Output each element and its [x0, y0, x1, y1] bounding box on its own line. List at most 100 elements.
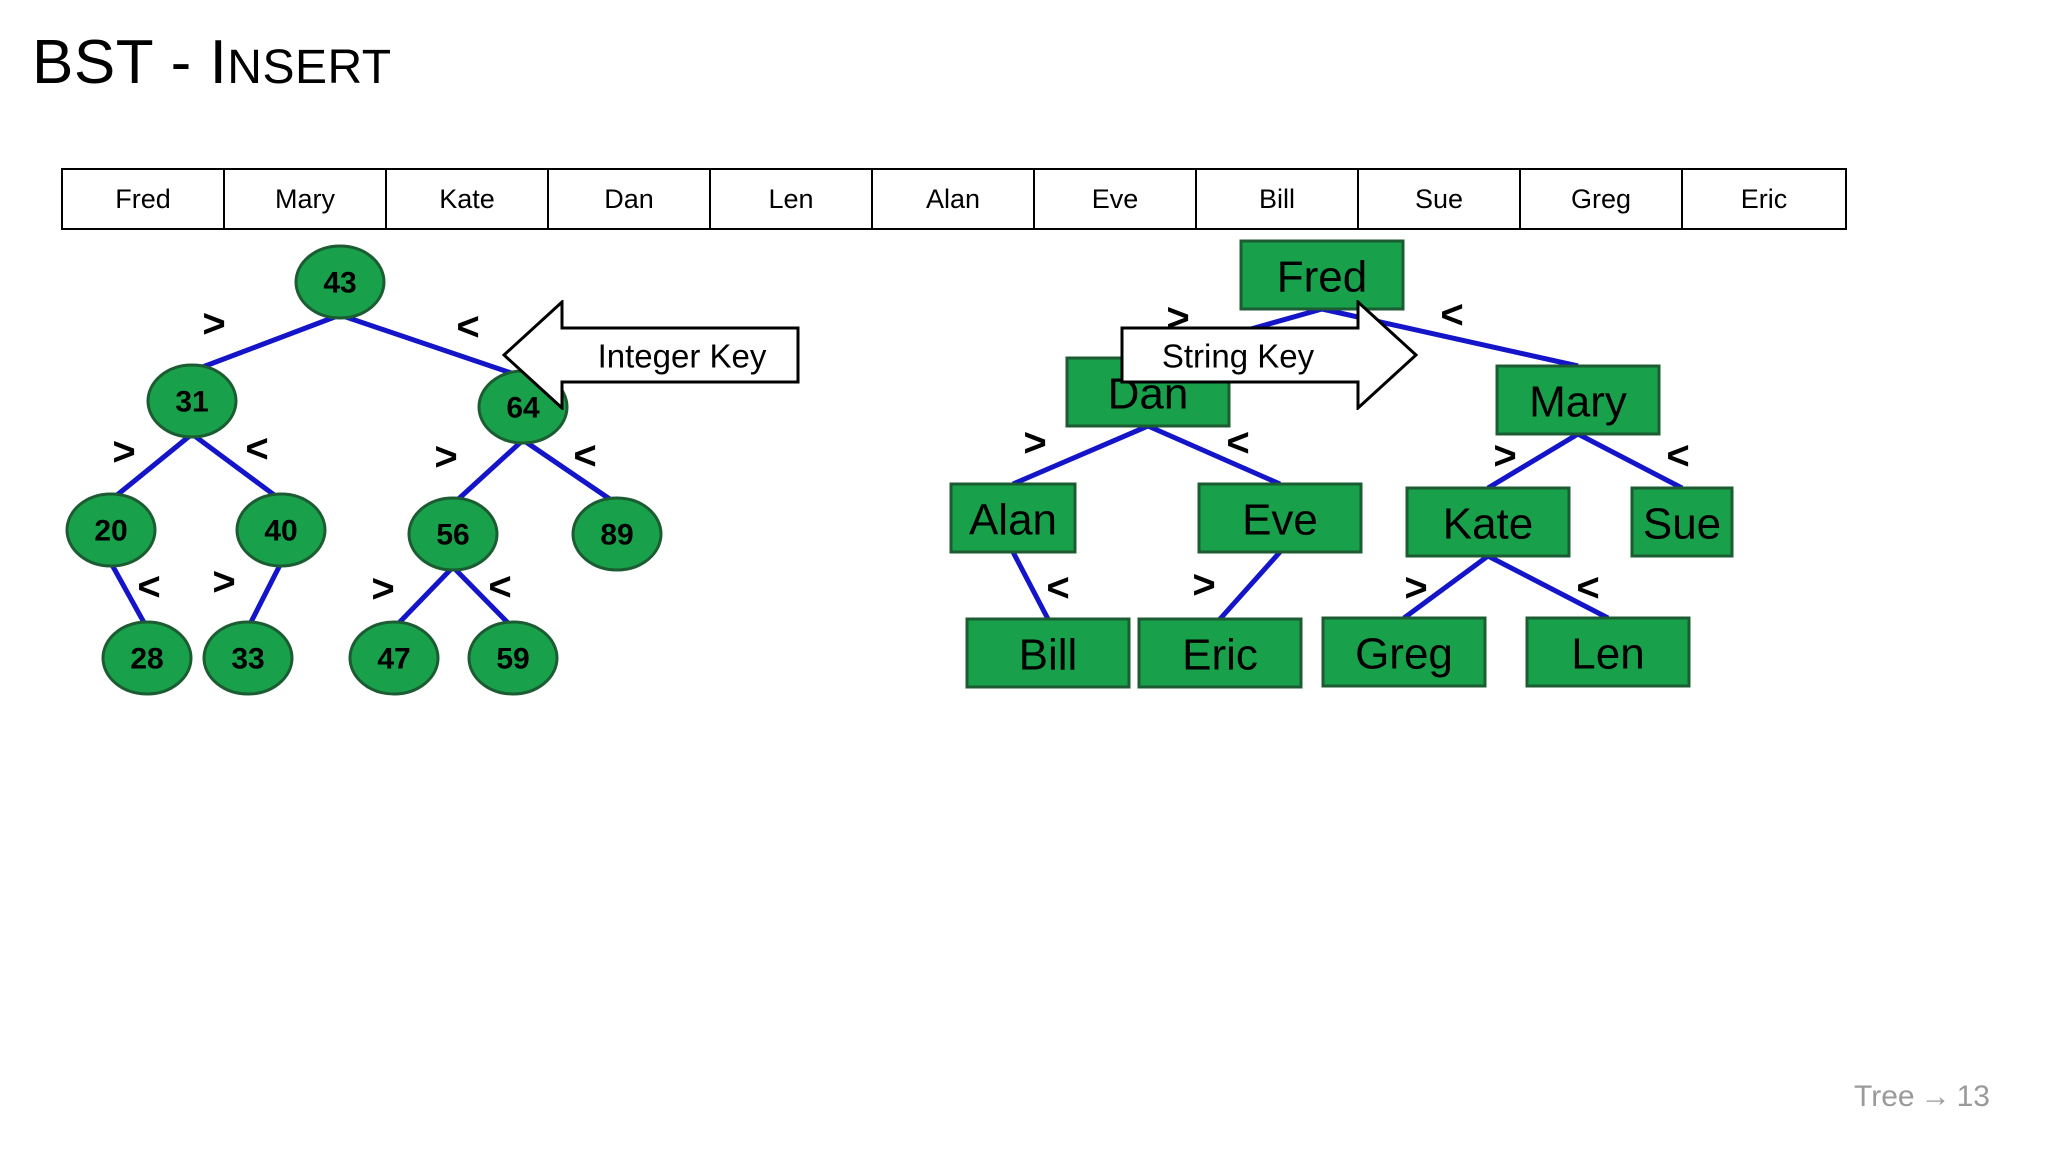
tree-node-label: 64: [506, 392, 540, 425]
tree-node[interactable]: [101, 620, 193, 696]
tree-node-label: Len: [1571, 630, 1644, 679]
key-cell: Kate: [387, 170, 549, 228]
tree-node[interactable]: [65, 492, 157, 568]
tree-node[interactable]: [1630, 486, 1734, 558]
comparison-label: <: [573, 434, 596, 478]
comparison-label: >: [212, 560, 235, 604]
comparison-label: >: [202, 302, 225, 346]
integer-tree-edges: [108, 312, 619, 630]
page-title-prefix: BST -: [32, 28, 210, 97]
tree-edge: [451, 438, 525, 506]
tree-node[interactable]: [1405, 486, 1571, 558]
tree-node[interactable]: [1239, 239, 1405, 311]
left-arrow-icon: [501, 300, 800, 410]
tree-node[interactable]: [146, 363, 238, 439]
comparison-label: >: [1023, 421, 1046, 465]
right-arrow-icon: [1120, 300, 1419, 410]
tree-edge: [191, 312, 341, 374]
tree-edge: [521, 437, 619, 507]
tree-node-label: 56: [436, 519, 469, 552]
tree-node-label: Greg: [1355, 630, 1453, 679]
tree-node-label: 33: [231, 643, 264, 676]
arrow-right-icon: →: [1920, 1080, 1951, 1113]
comparison-label: <: [1440, 293, 1463, 337]
tree-node[interactable]: [1137, 617, 1303, 689]
integer-tree-comparison-labels: > < > < > < < > > <: [112, 302, 596, 611]
key-cell: Sue: [1359, 170, 1521, 228]
comparison-label: <: [1666, 434, 1689, 478]
tree-node-label: 47: [377, 643, 410, 676]
tree-node[interactable]: [407, 496, 499, 572]
comparison-label: >: [112, 430, 135, 474]
tree-node[interactable]: [1525, 616, 1691, 688]
comparison-label: <: [137, 565, 160, 609]
comparison-label: >: [1404, 566, 1427, 610]
key-cell: Bill: [1197, 170, 1359, 228]
tree-node-label: 89: [600, 519, 633, 552]
key-cell: Eric: [1683, 170, 1845, 228]
tree-node[interactable]: [294, 244, 386, 320]
tree-edge: [1146, 423, 1282, 487]
string-key-callout-label: String Key: [1162, 338, 1315, 375]
comparison-label: <: [245, 427, 268, 471]
tree-node-label: 28: [130, 643, 163, 676]
footer-label: Tree: [1854, 1080, 1915, 1113]
tree-node[interactable]: [235, 492, 327, 568]
page-title: BST - INSERT: [32, 30, 392, 95]
tree-node[interactable]: [467, 620, 559, 696]
tree-node[interactable]: [1321, 616, 1487, 688]
tree-node[interactable]: [1197, 482, 1363, 554]
tree-node-label: 59: [496, 643, 529, 676]
tree-edge: [1218, 550, 1282, 621]
tree-edge: [1486, 431, 1580, 491]
footer-page-number: 13: [1956, 1080, 1990, 1113]
comparison-label: <: [1046, 566, 1069, 610]
tree-node-label: Eric: [1182, 631, 1258, 680]
comparison-label: >: [1192, 563, 1215, 607]
slide-footer: Tree→13: [1854, 1080, 1990, 1114]
tree-node[interactable]: [202, 620, 294, 696]
tree-node[interactable]: [571, 496, 663, 572]
tree-edge: [245, 561, 284, 630]
key-cell: Dan: [549, 170, 711, 228]
tree-node-label: 20: [94, 515, 127, 548]
key-cell: Mary: [225, 170, 387, 228]
comparison-label: <: [488, 565, 511, 609]
tree-node[interactable]: [949, 482, 1077, 554]
tree-node[interactable]: [965, 617, 1131, 689]
tree-node-label: Eve: [1242, 496, 1318, 545]
tree-edge: [451, 565, 515, 630]
key-cell: Eve: [1035, 170, 1197, 228]
tree-edge: [1402, 553, 1490, 621]
tree-edge: [1012, 423, 1149, 487]
comparison-label: <: [456, 305, 479, 349]
page-title-cap: I: [209, 28, 228, 97]
comparison-label: >: [434, 435, 457, 479]
tree-node[interactable]: [348, 620, 440, 696]
key-cell: Greg: [1521, 170, 1683, 228]
tree-node-label: Fred: [1277, 253, 1367, 302]
comparison-label: <: [1576, 566, 1599, 610]
tree-edge: [108, 561, 150, 630]
integer-key-callout-label: Integer Key: [598, 338, 767, 375]
tree-node[interactable]: [1495, 364, 1661, 436]
tree-edge: [109, 432, 194, 502]
tree-edge: [190, 431, 283, 503]
tree-edge: [1576, 431, 1684, 491]
comparison-label: <: [1226, 421, 1249, 465]
integer-key-callout: Integer Key: [501, 300, 800, 410]
tree-node-label: Bill: [1019, 631, 1078, 680]
tree-edge: [1010, 550, 1051, 621]
page-title-rest: NSERT: [227, 41, 392, 94]
key-cell: Len: [711, 170, 873, 228]
comparison-label: >: [1493, 434, 1516, 478]
tree-edge: [1486, 553, 1610, 621]
key-cell: Fred: [63, 170, 225, 228]
tree-node-label: Mary: [1529, 378, 1627, 427]
comparison-label: >: [371, 567, 394, 611]
tree-node-label: 31: [175, 386, 208, 419]
tree-node-label: Kate: [1443, 500, 1534, 549]
key-cell: Alan: [873, 170, 1035, 228]
tree-node-label: 43: [323, 267, 356, 300]
